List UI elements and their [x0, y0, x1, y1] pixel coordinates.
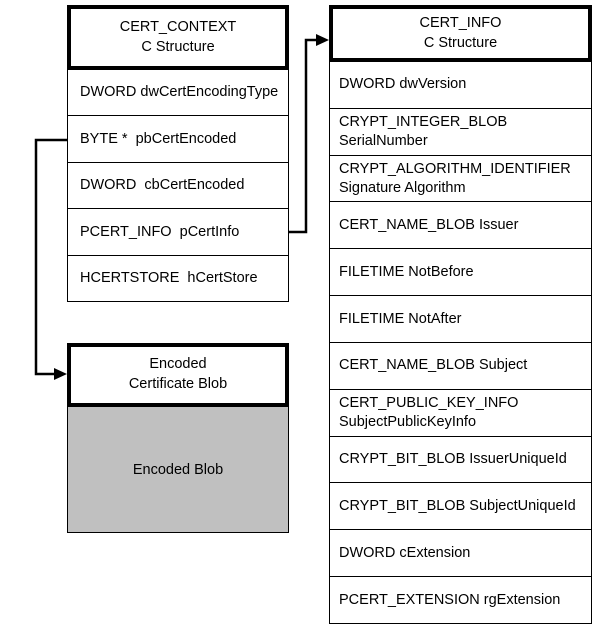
- cert-info-field-notafter: FILETIME NotAfter: [330, 295, 591, 342]
- cert-info-field-notbefore: FILETIME NotBefore: [330, 248, 591, 295]
- arrowhead-certinfo: [316, 34, 329, 46]
- cert-context-fields: DWORD dwCertEncodingType BYTE * pbCertEn…: [67, 70, 289, 302]
- cert-info-field-signaturealgorithm: CRYPT_ALGORITHM_IDENTIFIER Signature Alg…: [330, 154, 591, 202]
- cert-info-field-issuer: CERT_NAME_BLOB Issuer: [330, 201, 591, 248]
- cert-info-fields: DWORD dwVersion CRYPT_INTEGER_BLOB Seria…: [329, 62, 592, 624]
- cert-info-field-serialnumber: CRYPT_INTEGER_BLOB SerialNumber: [330, 107, 591, 155]
- cert-context-struct: CERT_CONTEXT C Structure DWORD dwCertEnc…: [67, 5, 289, 302]
- cert-context-field-dwcertencodingtype: DWORD dwCertEncodingType: [80, 84, 279, 101]
- encoded-certificate-blob-box: Encoded Certificate Blob Encoded Blob: [67, 343, 289, 533]
- cert-info-struct: CERT_INFO C Structure DWORD dwVersion CR…: [329, 5, 592, 624]
- cert-info-header: CERT_INFO C Structure: [329, 5, 592, 62]
- cert-info-field-dwversion: DWORD dwVersion: [339, 76, 467, 93]
- cert-context-header: CERT_CONTEXT C Structure: [67, 5, 289, 70]
- cert-info-field-subject: CERT_NAME_BLOB Subject: [330, 341, 591, 389]
- cert-info-field-cextension: DWORD cExtension: [330, 529, 591, 576]
- cert-info-field-issueruniqueid: CRYPT_BIT_BLOB IssuerUniqueId: [330, 435, 591, 483]
- cert-context-title: CERT_CONTEXT C Structure: [119, 18, 237, 55]
- cert-info-field-subjectpublickeyinfo: CERT_PUBLIC_KEY_INFO SubjectPublicKeyInf…: [330, 388, 591, 436]
- encoded-blob-body: Encoded Blob: [67, 407, 289, 533]
- encoded-blob-title: Encoded Certificate Blob: [128, 356, 228, 392]
- arrowhead-encoded-blob: [54, 368, 67, 380]
- cert-info-field-subjectuniqueid: CRYPT_BIT_BLOB SubjectUniqueId: [330, 482, 591, 529]
- cert-context-field-pbcertencoded: BYTE * pbCertEncoded: [68, 115, 288, 161]
- cert-context-field-pcertinfo: PCERT_INFO pCertInfo: [68, 208, 288, 254]
- cert-info-field-rgextension: PCERT_EXTENSION rgExtension: [330, 576, 591, 623]
- connector-pcertinfo-to-certinfo: [289, 38, 318, 234]
- connector-pbcertencoded-to-encoded-blob: [34, 138, 68, 376]
- encoded-blob-header: Encoded Certificate Blob: [67, 343, 289, 407]
- cert-context-field-hcertstore: HCERTSTORE hCertStore: [68, 254, 288, 301]
- cert-info-title: CERT_INFO C Structure: [419, 14, 502, 51]
- cert-context-field-cbcertencoded: DWORD cbCertEncoded: [68, 161, 288, 208]
